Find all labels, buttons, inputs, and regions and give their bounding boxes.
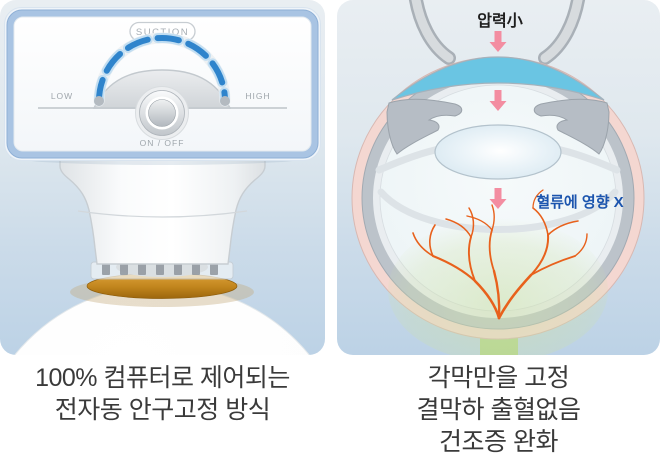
down-arrow-icon-middle bbox=[489, 90, 507, 111]
arc-end-cap-left bbox=[94, 96, 104, 106]
power-knob bbox=[135, 86, 189, 140]
right-caption-line2: 결막하 출혈없음 bbox=[416, 396, 581, 424]
pressure-label: 압력小 bbox=[477, 11, 522, 30]
led-arc bbox=[93, 32, 231, 107]
eye-diagram-panel: 압력小 혈류에 영향 X bbox=[337, 0, 660, 355]
bloodflow-label: 혈류에 영향 X bbox=[536, 193, 623, 211]
suction-cup bbox=[90, 257, 234, 280]
blood-vessels bbox=[412, 189, 588, 320]
left-caption-line1: 100% 컴퓨터로 제어되는 bbox=[35, 364, 290, 392]
left-caption: 100% 컴퓨터로 제어되는 전자동 안구고정 방식 bbox=[0, 362, 325, 426]
cone-seam bbox=[77, 210, 248, 218]
low-label: LOW bbox=[51, 91, 73, 101]
suction-label: SUCTION bbox=[136, 27, 189, 38]
left-caption-line2: 전자동 안구고정 방식 bbox=[54, 396, 271, 424]
ciliary-body bbox=[386, 98, 610, 155]
suction-device-panel: SUCTION bbox=[0, 0, 325, 355]
high-label: HIGH bbox=[245, 91, 270, 101]
suction-device-illustration: SUCTION bbox=[4, 7, 321, 355]
arc-end-cap-right bbox=[220, 96, 230, 106]
down-arrow-icon-lower bbox=[489, 188, 507, 209]
gripper-teeth bbox=[102, 263, 218, 275]
down-arrow-icon-top bbox=[489, 31, 507, 52]
right-caption-line3: 건조증 완화 bbox=[439, 428, 558, 456]
device-cone bbox=[59, 155, 266, 265]
pressure-arrows bbox=[489, 31, 507, 209]
right-caption: 각막만을 고정 결막하 출혈없음 건조증 완화 bbox=[337, 362, 660, 458]
eye-cross-section: 압력小 혈류에 영향 X bbox=[351, 0, 645, 355]
device-arms bbox=[408, 0, 586, 65]
onoff-label: ON / OFF bbox=[140, 138, 185, 148]
control-panel: SUCTION bbox=[4, 7, 321, 165]
cornea bbox=[391, 56, 605, 101]
lens bbox=[434, 124, 562, 180]
right-caption-line1: 각막만을 고정 bbox=[427, 364, 570, 392]
